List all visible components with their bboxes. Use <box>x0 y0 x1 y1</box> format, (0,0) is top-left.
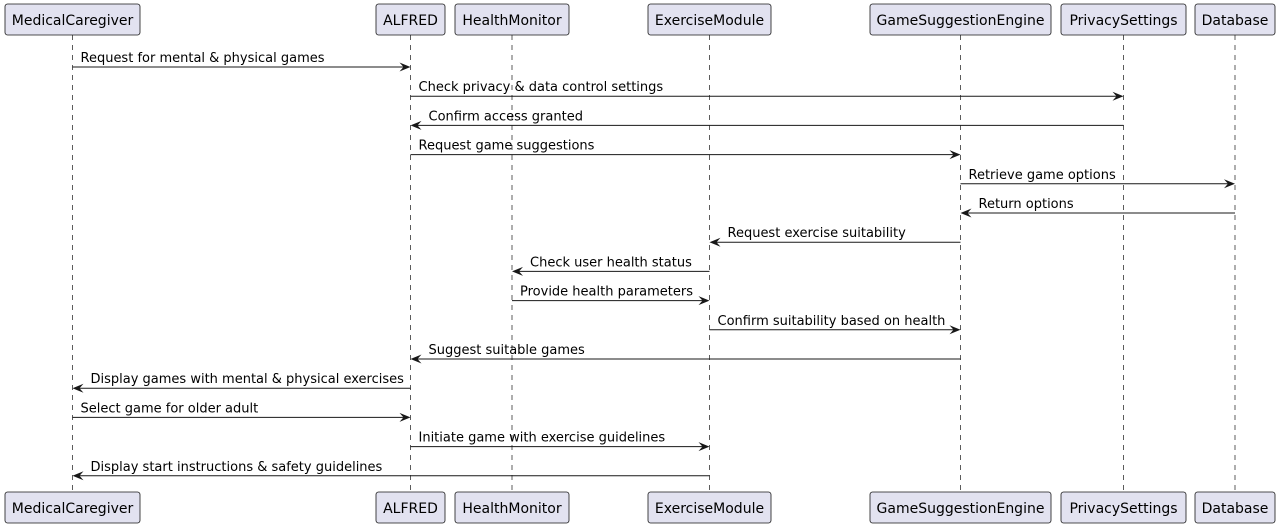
message-arrowhead <box>949 150 961 160</box>
participant-alfred-bottom: ALFRED <box>375 491 446 524</box>
participant-label: ALFRED <box>383 13 438 29</box>
message-13: Select game for older adult <box>72 401 411 422</box>
participant-label: ExerciseModule <box>655 501 764 517</box>
message-12: Display games with mental & physical exe… <box>72 372 411 393</box>
participant-box <box>375 491 446 524</box>
participant-privacy-bottom: PrivacySettings <box>1060 491 1187 524</box>
participant-label: HealthMonitor <box>462 13 561 29</box>
messages: Request for mental & physical gamesCheck… <box>72 51 1235 481</box>
message-label: Retrieve game options <box>969 168 1116 183</box>
participant-box <box>4 491 141 524</box>
message-label: Initiate game with exercise guidelines <box>419 431 666 446</box>
message-label: Request for mental & physical games <box>81 51 325 66</box>
participant-alfred-top: ALFRED <box>375 3 446 36</box>
participant-box <box>1194 491 1276 524</box>
message-9: Provide health parameters <box>512 285 710 306</box>
message-label: Check privacy & data control settings <box>419 80 664 95</box>
participant-box <box>375 3 446 36</box>
message-arrowhead <box>399 62 411 72</box>
participant-box <box>869 3 1052 36</box>
message-arrowhead <box>698 296 710 306</box>
message-14: Initiate game with exercise guidelines <box>410 431 710 452</box>
message-arrowhead <box>72 471 84 481</box>
message-arrowhead <box>709 237 721 247</box>
participant-box <box>454 3 570 36</box>
message-15: Display start instructions & safety guid… <box>72 460 710 481</box>
participant-label: PrivacySettings <box>1069 13 1177 29</box>
message-label: Return options <box>979 197 1074 212</box>
participant-label: Database <box>1202 501 1269 517</box>
message-label: Confirm access granted <box>429 109 583 124</box>
participant-box <box>454 491 570 524</box>
message-label: Select game for older adult <box>81 401 259 416</box>
message-arrowhead <box>960 208 972 218</box>
message-7: Request exercise suitability <box>709 226 961 247</box>
message-5: Retrieve game options <box>960 168 1235 189</box>
message-label: Request game suggestions <box>419 139 595 154</box>
message-arrowhead <box>72 383 84 393</box>
message-8: Check user health status <box>512 255 710 276</box>
participant-box <box>1194 3 1276 36</box>
message-label: Provide health parameters <box>520 285 693 300</box>
participant-caregiver-bottom: MedicalCaregiver <box>4 491 141 524</box>
message-label: Confirm suitability based on health <box>718 314 946 329</box>
participant-box <box>869 491 1052 524</box>
participant-label: GameSuggestionEngine <box>877 13 1045 29</box>
message-4: Request game suggestions <box>410 139 961 160</box>
message-11: Suggest suitable games <box>410 343 961 364</box>
message-arrowhead <box>1112 91 1124 101</box>
message-arrowhead <box>399 412 411 422</box>
message-arrowhead <box>512 266 523 276</box>
participants-bottom: MedicalCaregiver ALFRED HealthMonitor Exerc… <box>4 491 1276 524</box>
participant-label: Database <box>1202 13 1269 29</box>
participant-exercise-bottom: ExerciseModule <box>647 491 772 524</box>
participant-engine-top: GameSuggestionEngine <box>869 3 1052 36</box>
message-label: Display start instructions & safety guid… <box>91 460 383 475</box>
participant-box <box>1060 3 1187 36</box>
message-3: Confirm access granted <box>410 109 1124 130</box>
participant-box <box>647 3 772 36</box>
participant-db-bottom: Database <box>1194 491 1276 524</box>
participant-health-top: HealthMonitor <box>454 3 570 36</box>
message-label: Display games with mental & physical exe… <box>91 372 405 387</box>
participant-label: MedicalCaregiver <box>12 501 134 517</box>
participant-box <box>647 491 772 524</box>
message-2: Check privacy & data control settings <box>410 80 1124 101</box>
message-arrowhead <box>698 442 710 452</box>
participant-caregiver-top: MedicalCaregiver <box>4 3 141 36</box>
message-arrowhead <box>410 354 422 364</box>
message-arrowhead <box>949 325 961 335</box>
participant-box <box>4 3 141 36</box>
lifelines <box>72 35 1236 492</box>
participant-box <box>1060 491 1187 524</box>
participant-label: GameSuggestionEngine <box>877 501 1045 517</box>
message-6: Return options <box>960 197 1235 218</box>
participant-privacy-top: PrivacySettings <box>1060 3 1187 36</box>
message-arrowhead <box>410 120 422 130</box>
participant-exercise-top: ExerciseModule <box>647 3 772 36</box>
participants-top: MedicalCaregiver ALFRED HealthMonitor Exerc… <box>4 3 1276 36</box>
participant-label: ExerciseModule <box>655 13 764 29</box>
participant-engine-bottom: GameSuggestionEngine <box>869 491 1052 524</box>
participant-label: PrivacySettings <box>1069 501 1177 517</box>
participant-label: ALFRED <box>383 501 438 517</box>
participant-label: MedicalCaregiver <box>12 13 134 29</box>
message-arrowhead <box>1224 179 1235 189</box>
participant-db-top: Database <box>1194 3 1276 36</box>
participant-label: HealthMonitor <box>462 501 561 517</box>
message-1: Request for mental & physical games <box>72 51 411 72</box>
message-label: Request exercise suitability <box>728 226 907 241</box>
participant-health-bottom: HealthMonitor <box>454 491 570 524</box>
message-10: Confirm suitability based on health <box>709 314 961 335</box>
message-label: Check user health status <box>530 255 692 270</box>
message-label: Suggest suitable games <box>429 343 586 358</box>
